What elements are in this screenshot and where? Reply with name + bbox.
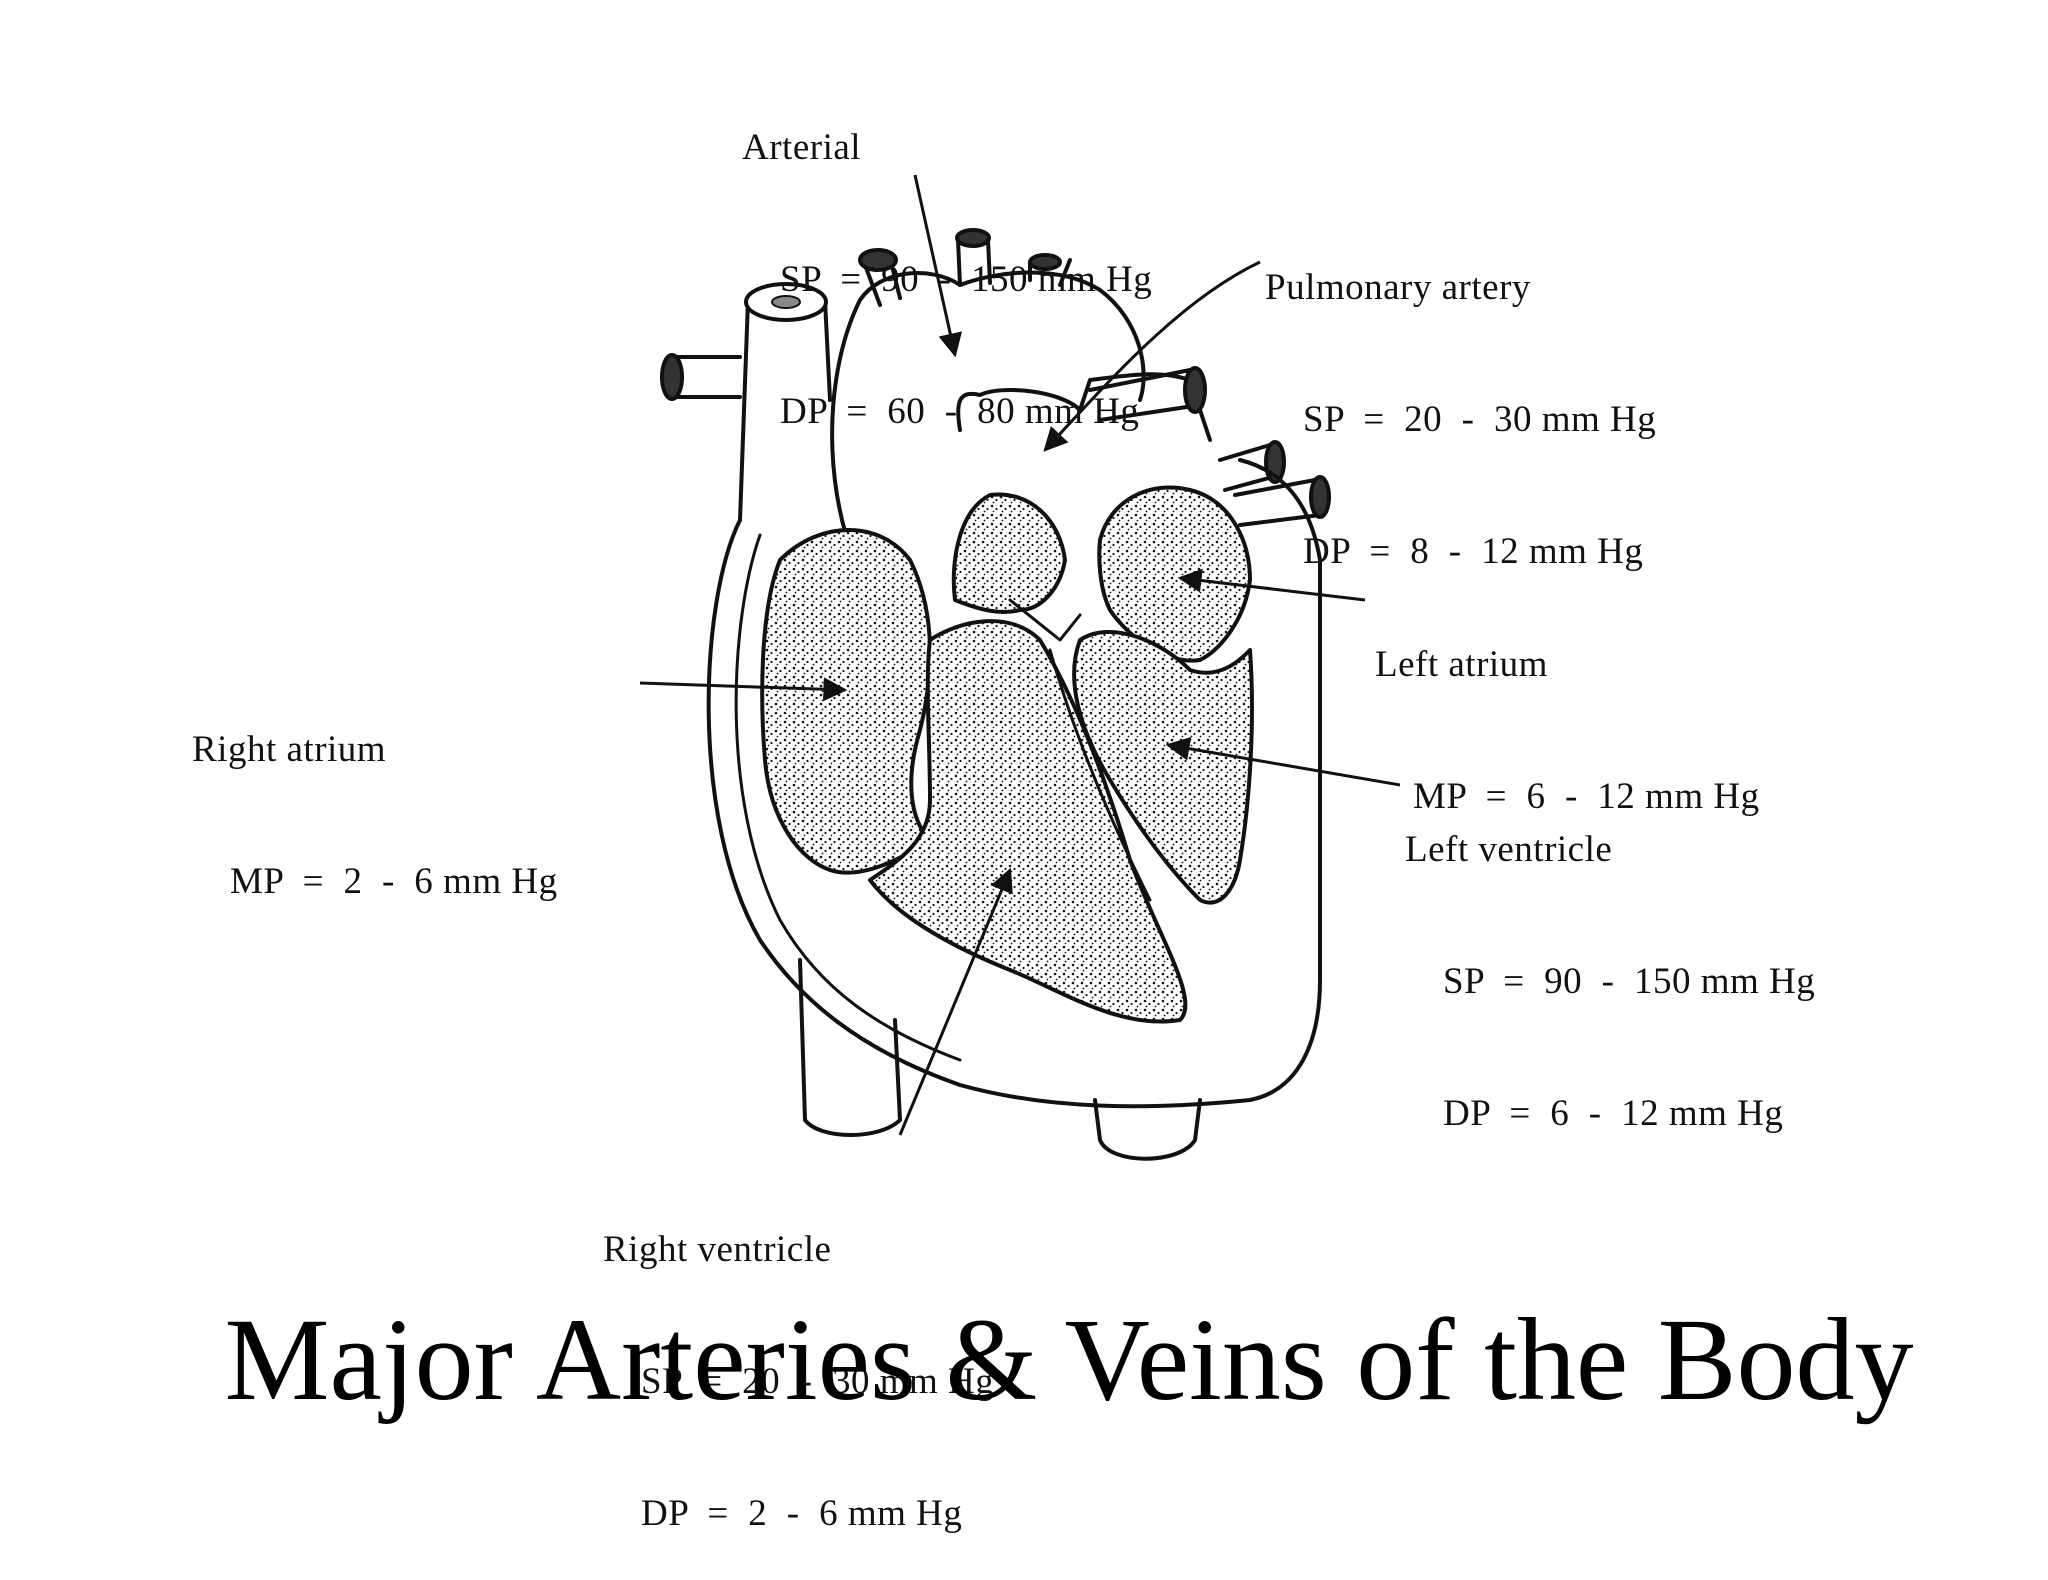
- label-left-atrium-name: Left atrium: [1375, 644, 1548, 685]
- page-title: Major Arteries & Veins of the Body: [224, 1294, 1914, 1425]
- label-left-ventricle-dp: DP = 6 - 12 mm Hg: [1443, 1093, 1784, 1134]
- left-pulmonary-veins: [1218, 443, 1322, 527]
- label-pulmonary-artery-name: Pulmonary artery: [1265, 267, 1531, 308]
- superior-vena-cava: [738, 282, 832, 522]
- label-pulmonary-artery-sp: SP = 20 - 30 mm Hg: [1303, 399, 1657, 440]
- label-pulmonary-artery-dp: DP = 8 - 12 mm Hg: [1303, 531, 1644, 572]
- label-right-atrium-mp: MP = 2 - 6 mm Hg: [230, 861, 558, 902]
- label-right-atrium: Right atrium MP = 2 - 6 mm Hg: [192, 640, 558, 948]
- arrow-left-ventricle: [1165, 736, 1401, 787]
- label-right-atrium-name: Right atrium: [192, 729, 387, 770]
- left-ventricle-chamber: [1072, 630, 1254, 905]
- arrow-pulmonary-artery: [1043, 260, 1261, 452]
- label-right-ventricle: Right ventricle SP = 20 - 30 mm Hg DP = …: [603, 1140, 994, 1580]
- descending-aorta: [1093, 1098, 1202, 1161]
- label-right-ventricle-dp: DP = 2 - 6 mm Hg: [641, 1493, 963, 1534]
- heart-outline: [706, 458, 1322, 1109]
- arrow-arterial: [913, 174, 963, 358]
- label-left-atrium: Left atrium MP = 6 - 12 mm Hg: [1375, 555, 1760, 863]
- label-arterial-sp: SP = 90 - 150 mm Hg: [780, 259, 1153, 300]
- right-atrium-chamber: [760, 528, 932, 875]
- vein-stub-left: [670, 355, 742, 399]
- label-arterial-dp: DP = 60 - 80 mm Hg: [780, 391, 1140, 432]
- label-arterial-name: Arterial: [742, 127, 862, 168]
- label-right-ventricle-sp: SP = 20 - 30 mm Hg: [641, 1361, 995, 1402]
- arrow-right-atrium: [639, 677, 848, 702]
- pulmonary-valve-chamber: [951, 492, 1067, 614]
- inferior-vena-cava: [798, 958, 902, 1137]
- label-pulmonary-artery: Pulmonary artery SP = 20 - 30 mm Hg DP =…: [1265, 178, 1656, 618]
- left-atrium-chamber: [1097, 485, 1252, 663]
- pulmonary-trunk: [956, 372, 1212, 442]
- label-right-ventricle-name: Right ventricle: [603, 1229, 832, 1270]
- label-left-ventricle: Left ventricle SP = 90 - 150 mm Hg DP = …: [1405, 740, 1815, 1180]
- label-left-ventricle-sp: SP = 90 - 150 mm Hg: [1443, 961, 1816, 1002]
- arrow-right-ventricle: [898, 867, 1013, 1136]
- label-left-atrium-mp: MP = 6 - 12 mm Hg: [1413, 776, 1760, 817]
- aortic-arch: [830, 228, 1146, 612]
- label-left-ventricle-name: Left ventricle: [1405, 829, 1613, 870]
- label-arterial: Arterial SP = 90 - 150 mm Hg DP = 60 - 8…: [742, 38, 1152, 478]
- heart-diagram: [639, 174, 1401, 1161]
- arrow-left-atrium: [1177, 568, 1366, 602]
